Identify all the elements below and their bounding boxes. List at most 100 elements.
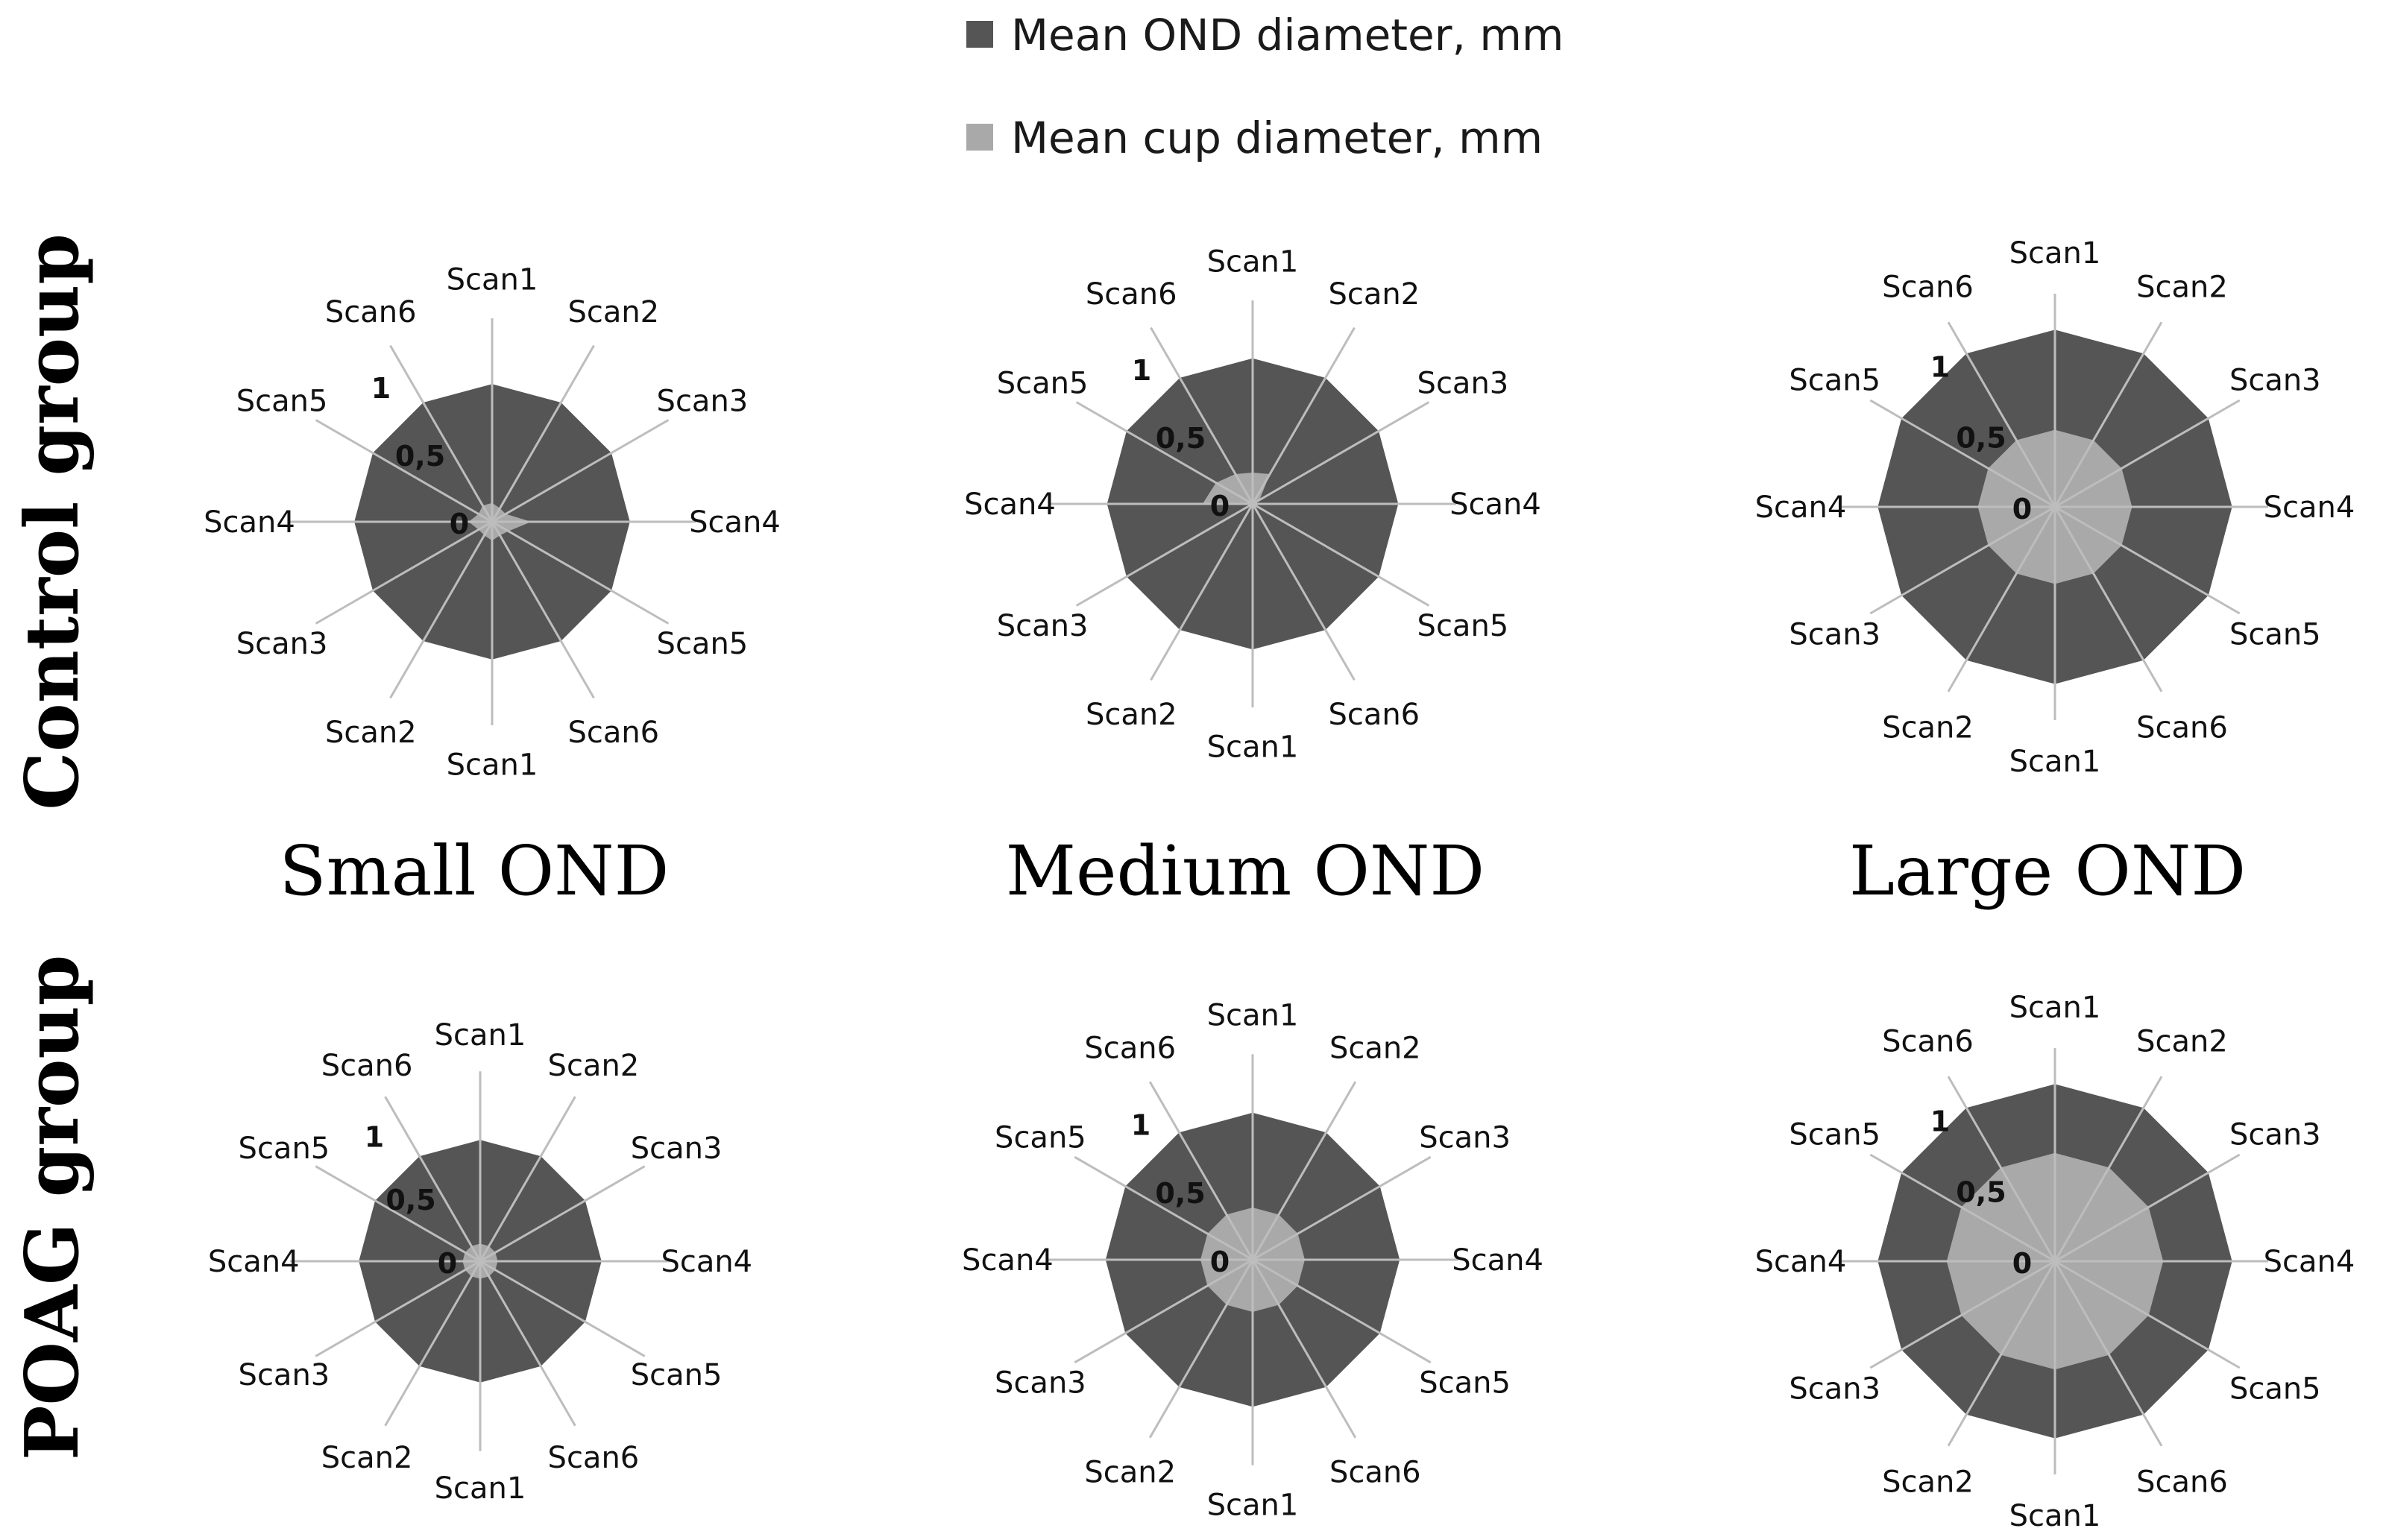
category-label: Scan3 [2229, 1118, 2321, 1152]
category-label: Scan4 [2264, 490, 2355, 525]
tick-label: 1 [1930, 1105, 1950, 1138]
category-label: Scan6 [321, 1049, 413, 1083]
axis-spoke [2053, 1076, 2163, 1262]
axis-spoke [315, 1260, 481, 1357]
axis-spoke [1947, 321, 2056, 508]
axis-spoke [1252, 401, 1430, 505]
axis-spoke [1150, 326, 1254, 505]
category-label: Scan6 [567, 716, 659, 750]
category-label: Scan4 [661, 1245, 752, 1279]
tick-label: 0 [1210, 490, 1230, 523]
axis-spoke [491, 344, 595, 523]
category-label: Scan3 [631, 1132, 723, 1166]
axis-spoke [479, 1165, 646, 1263]
category-label: Scan1 [1207, 998, 1299, 1032]
category-label: Scan3 [1789, 1372, 1880, 1407]
category-label: Scan2 [1328, 277, 1420, 312]
tick-label: 0,5 [1155, 1177, 1205, 1210]
radar-poag-large: Scan1Scan2Scan3Scan4Scan5Scan6Scan1Scan2… [1755, 991, 2355, 1533]
category-label: Scan1 [447, 748, 538, 783]
category-label: Scan5 [236, 384, 328, 418]
axis-spoke [1251, 1259, 1357, 1439]
axis-spoke [479, 1260, 646, 1357]
axis-spoke [1869, 505, 2056, 615]
category-label: Scan2 [1882, 1465, 1974, 1499]
axis-spoke [384, 1260, 482, 1427]
axis-spoke [491, 520, 670, 625]
axis-spoke [1251, 326, 1356, 505]
axis-spoke [1947, 1260, 2056, 1447]
axis-spoke [2054, 505, 2241, 615]
category-label: Scan5 [1789, 364, 1880, 398]
category-label: Scan1 [2009, 991, 2101, 1025]
category-label: Scan1 [1207, 730, 1299, 765]
axis-spoke [491, 521, 595, 699]
tick-label: 0,5 [385, 1184, 435, 1216]
category-label: Scan2 [2136, 1025, 2228, 1059]
axis-spoke [1150, 503, 1254, 681]
category-label: Scan3 [1789, 618, 1880, 652]
axis-spoke [315, 520, 493, 625]
axis-spoke [1869, 1153, 2056, 1263]
category-label: Scan1 [435, 1018, 526, 1053]
category-label: Scan6 [325, 295, 417, 329]
axis-spoke [1148, 1081, 1254, 1260]
axis-spoke [1252, 502, 1430, 607]
axis-spoke [2054, 1153, 2241, 1263]
category-label: Scan4 [1755, 490, 1847, 525]
axis-spoke [1869, 399, 2056, 508]
category-label: Scan3 [2229, 364, 2321, 398]
axis-spoke [315, 1165, 481, 1263]
axis-spoke [1252, 1258, 1432, 1364]
tick-label: 0 [438, 1247, 457, 1280]
axis-spoke [1148, 1259, 1254, 1439]
category-label: Scan6 [1882, 1025, 1974, 1059]
tick-label: 0 [2012, 1247, 2032, 1280]
axis-spoke [1074, 1155, 1253, 1261]
column-label-medium: Medium OND [1006, 831, 1485, 911]
category-label: Scan3 [236, 627, 328, 661]
axis-spoke [1947, 1076, 2056, 1262]
legend-swatch-cup [966, 124, 993, 151]
category-label: Scan4 [204, 505, 295, 540]
axis-spoke [2053, 1260, 2163, 1447]
category-label: Scan4 [208, 1245, 300, 1279]
legend-label-cup: Mean cup diameter, mm [1011, 113, 1543, 163]
category-label: Scan4 [2264, 1245, 2355, 1279]
category-label: Scan1 [1207, 245, 1299, 280]
row-label-control: Control group [10, 233, 95, 810]
axis-spoke [1251, 1081, 1357, 1260]
category-label: Scan1 [2009, 236, 2101, 271]
category-label: Scan6 [1882, 271, 1974, 305]
category-label: Scan4 [964, 487, 1056, 522]
category-label: Scan2 [548, 1049, 640, 1083]
axis-spoke [479, 1260, 576, 1427]
category-label: Scan5 [657, 627, 749, 661]
tick-label: 0 [1210, 1246, 1230, 1278]
axis-spoke [1075, 502, 1253, 607]
axis-spoke [2054, 1260, 2241, 1369]
legend: Mean OND diameter, mm Mean cup diameter,… [966, 10, 1564, 163]
axis-spoke [479, 1096, 576, 1262]
column-label-small: Small OND [280, 831, 670, 911]
category-label: Scan3 [995, 1366, 1086, 1400]
category-label: Scan3 [1419, 1121, 1511, 1155]
category-label: Scan2 [321, 1441, 413, 1475]
category-label: Scan1 [435, 1471, 526, 1506]
radar-poag-medium: Scan1Scan2Scan3Scan4Scan5Scan6Scan1Scan2… [962, 998, 1543, 1522]
axis-spoke [1251, 503, 1356, 681]
legend-swatch-ond [966, 21, 993, 48]
tick-label: 0,5 [1956, 422, 2006, 455]
category-label: Scan1 [447, 263, 538, 297]
category-label: Scan3 [997, 609, 1089, 643]
row-label-poag: POAG group [10, 955, 95, 1460]
category-label: Scan1 [1207, 1489, 1299, 1523]
axis-spoke [491, 419, 670, 523]
tick-label: 0,5 [1956, 1176, 2006, 1209]
radar-control-small: Scan1Scan2Scan3Scan4Scan5Scan6Scan1Scan2… [204, 263, 781, 783]
tick-label: 1 [1131, 1108, 1150, 1141]
axis-spoke [315, 419, 493, 523]
axis-spoke [1869, 1260, 2056, 1369]
axis-spoke [1074, 1258, 1253, 1364]
